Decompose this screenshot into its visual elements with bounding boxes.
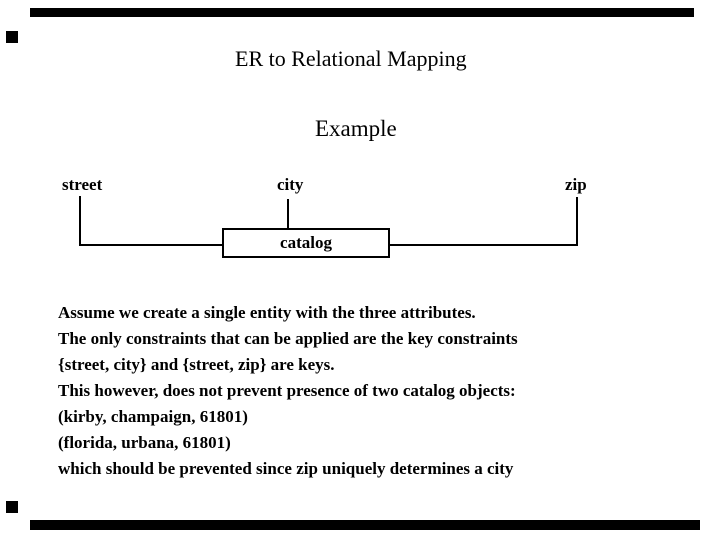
connector-street-vertical bbox=[79, 196, 81, 246]
body-line: which should be prevented since zip uniq… bbox=[58, 459, 514, 478]
slide-subtitle: Example bbox=[315, 116, 397, 141]
attribute-label-street: street bbox=[62, 175, 103, 194]
body-paragraph: Assume we create a single entity with th… bbox=[58, 300, 518, 482]
body-line: (kirby, champaign, 61801) bbox=[58, 407, 248, 426]
body-line: This however, does not prevent presence … bbox=[58, 381, 516, 400]
slide-title: ER to Relational Mapping bbox=[235, 46, 467, 71]
body-line: Assume we create a single entity with th… bbox=[58, 303, 476, 322]
connector-zip-vertical bbox=[576, 197, 578, 246]
edge-mark-left-lower bbox=[6, 501, 18, 513]
body-line: (florida, urbana, 61801) bbox=[58, 433, 231, 452]
entity-label: catalog bbox=[280, 233, 332, 252]
connector-zip-horizontal bbox=[388, 244, 578, 246]
body-line: The only constraints that can be applied… bbox=[58, 329, 518, 348]
edge-mark-left-upper bbox=[6, 31, 18, 43]
connector-street-horizontal bbox=[79, 244, 224, 246]
edge-mark-top-bar bbox=[30, 8, 694, 17]
attribute-label-city: city bbox=[277, 175, 304, 194]
body-line: {street, city} and {street, zip} are key… bbox=[58, 355, 335, 374]
attribute-label-zip: zip bbox=[565, 175, 587, 194]
entity-box-catalog: catalog bbox=[222, 228, 390, 258]
edge-mark-bottom-bar bbox=[30, 520, 700, 530]
connector-city-vertical bbox=[287, 199, 289, 228]
